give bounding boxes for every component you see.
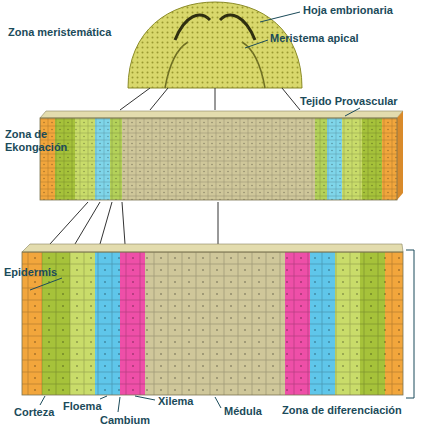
- part-label: Hoja embrionaria: [303, 4, 393, 17]
- part-label: Epidermis: [4, 266, 57, 279]
- apical-meristem: [128, 2, 302, 88]
- part-label: Corteza: [14, 406, 54, 419]
- part-label: Tejido Provascular: [300, 95, 398, 108]
- part-label: Cambium: [100, 414, 150, 427]
- part-label: Meristema apical: [270, 32, 359, 45]
- differentiation-block: [22, 244, 403, 395]
- part-label: Médula: [224, 405, 262, 418]
- part-label: Zona meristemática: [8, 26, 111, 39]
- elongation-block: [40, 111, 403, 200]
- part-label: Xilema: [158, 395, 193, 408]
- part-label: Floema: [63, 400, 102, 413]
- leader-lines: [30, 12, 414, 412]
- part-label: Zona de Ekongación: [5, 128, 87, 154]
- part-label: Zona de diferenciación: [282, 404, 402, 417]
